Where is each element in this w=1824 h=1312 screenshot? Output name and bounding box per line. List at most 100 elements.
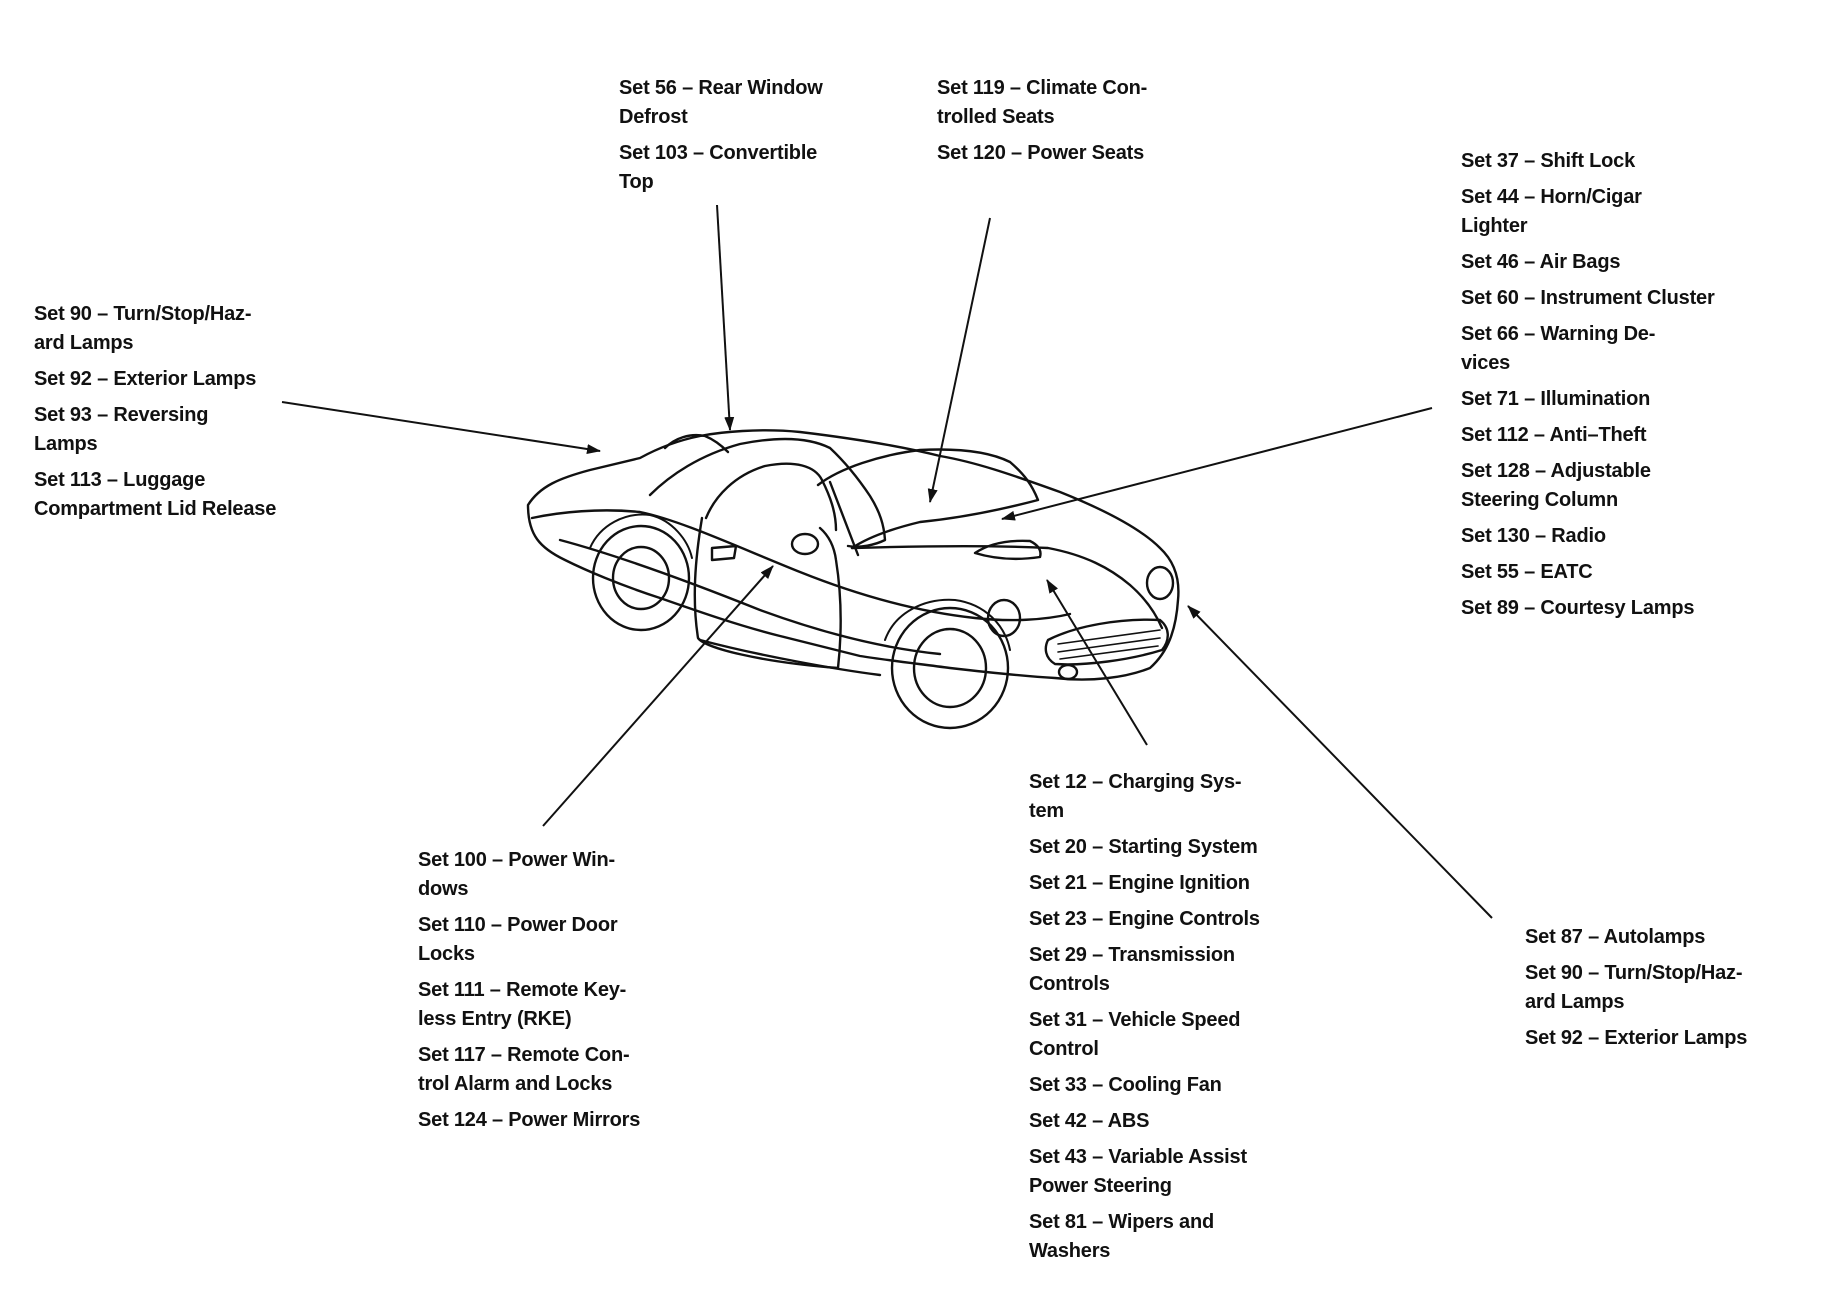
set-label: Set 117 – Remote Con-trol Alarm and Lock… [418,1041,640,1099]
car-body-outline [526,429,1180,681]
set-label-line: dows [418,878,469,900]
car-door [693,516,842,670]
set-label: Set 21 – Engine Ignition [1029,869,1260,898]
set-label-line: Set 21 – Engine Ignition [1029,872,1250,894]
car-hood-scoop [973,539,1042,561]
car-headlight-left [986,598,1022,638]
set-label-line: Power Steering [1029,1175,1172,1197]
car-hood [850,544,1164,630]
set-label: Set 89 – Courtesy Lamps [1461,594,1715,623]
arrow-seats [927,217,991,503]
set-label: Set 60 – Instrument Cluster [1461,284,1715,313]
set-label-line: Set 46 – Air Bags [1461,251,1621,273]
car-rocker [698,638,882,677]
set-label-line: Lamps [34,433,98,455]
set-label: Set 12 – Charging Sys-tem [1029,768,1260,826]
arrow-dash [1001,407,1433,521]
set-label: Set 33 – Cooling Fan [1029,1071,1260,1100]
set-label-line: Set 92 – Exterior Lamps [34,368,257,390]
set-label: Set 112 – Anti–Theft [1461,421,1715,450]
set-label: Set 92 – Exterior Lamps [34,365,276,394]
set-label-line: Set 119 – Climate Con- [937,77,1148,99]
set-label: Set 100 – Power Win-dows [418,846,640,904]
set-label-line: Set 66 – Warning De- [1461,323,1656,345]
car-door-handle [710,544,738,562]
set-label: Set 20 – Starting System [1029,833,1260,862]
set-label-line: Set 90 – Turn/Stop/Haz- [34,303,252,325]
set-label-line: Controls [1029,973,1110,995]
set-label-line: Set 128 – Adjustable [1461,460,1651,482]
set-label-line: Set 92 – Exterior Lamps [1525,1027,1748,1049]
car-headlight-right [1145,565,1175,601]
set-label-line: Set 12 – Charging Sys- [1029,771,1242,793]
car-front-wheel [890,606,1010,730]
set-label-line: ard Lamps [34,332,134,354]
set-label-line: vices [1461,352,1511,374]
car-rear-window [704,462,838,532]
set-label: Set 66 – Warning De-vices [1461,320,1715,378]
set-label-line: Washers [1029,1240,1111,1262]
set-label: Set 37 – Shift Lock [1461,147,1715,176]
set-label: Set 55 – EATC [1461,558,1715,587]
set-label-line: Set 100 – Power Win- [418,849,615,871]
car-illustration [526,429,1180,730]
set-label-line: Set 90 – Turn/Stop/Haz- [1525,962,1743,984]
set-label-line: Top [619,171,654,193]
set-label-line: Set 103 – Convertible [619,142,818,164]
set-label: Set 90 – Turn/Stop/Haz-ard Lamps [34,300,276,358]
arrow-front-lamps [1187,605,1493,919]
car-roof [648,437,887,548]
set-label-line: trol Alarm and Locks [418,1073,613,1095]
set-label: Set 119 – Climate Con-trolled Seats [937,74,1147,132]
set-label-line: Set 110 – Power Door [418,914,618,936]
set-label-line: Compartment Lid Release [34,498,277,520]
set-label-line: Set 29 – Transmission [1029,944,1235,966]
set-label-line: Set 117 – Remote Con- [418,1044,630,1066]
car-rear-wheel [591,524,691,632]
set-label-line: Control [1029,1038,1099,1060]
car-body-line [530,509,1072,622]
set-label-line: Set 33 – Cooling Fan [1029,1074,1222,1096]
set-label-line: Set 81 – Wipers and [1029,1211,1214,1233]
set-label: Set 23 – Engine Controls [1029,905,1260,934]
set-label: Set 120 – Power Seats [937,139,1147,168]
car-mirror [790,532,820,556]
set-label-line: Set 93 – Reversing [34,404,209,426]
set-label: Set 92 – Exterior Lamps [1525,1024,1747,1053]
set-label-line: Set 87 – Autolamps [1525,926,1706,948]
set-label-line: trolled Seats [937,106,1055,128]
car-tail-bump [663,434,730,454]
car-windshield [816,448,1040,550]
arrow-doors [542,565,774,827]
set-label-line: Set 23 – Engine Controls [1029,908,1260,930]
set-label: Set 87 – Autolamps [1525,923,1747,952]
set-label-line: Set 124 – Power Mirrors [418,1109,641,1131]
set-label-line: less Entry (RKE) [418,1008,572,1030]
set-label-line: Set 37 – Shift Lock [1461,150,1636,172]
set-label-line: Set 60 – Instrument Cluster [1461,287,1715,309]
set-label-line: Set 44 – Horn/Cigar [1461,186,1642,208]
set-label-line: tem [1029,800,1064,822]
set-label-line: Locks [418,943,475,965]
set-label-line: Set 130 – Radio [1461,525,1606,547]
car-windshield-frame [828,480,860,557]
arrow-rear-lamps [281,401,601,454]
set-label-line: Defrost [619,106,688,128]
set-label-line: Set 56 – Rear Window [619,77,823,99]
set-label-line: Steering Column [1461,489,1619,511]
set-label-line: Lighter [1461,215,1528,237]
set-label: Set 130 – Radio [1461,522,1715,551]
set-label-line: ard Lamps [1525,991,1625,1013]
set-label-line: Set 43 – Variable Assist [1029,1146,1247,1168]
